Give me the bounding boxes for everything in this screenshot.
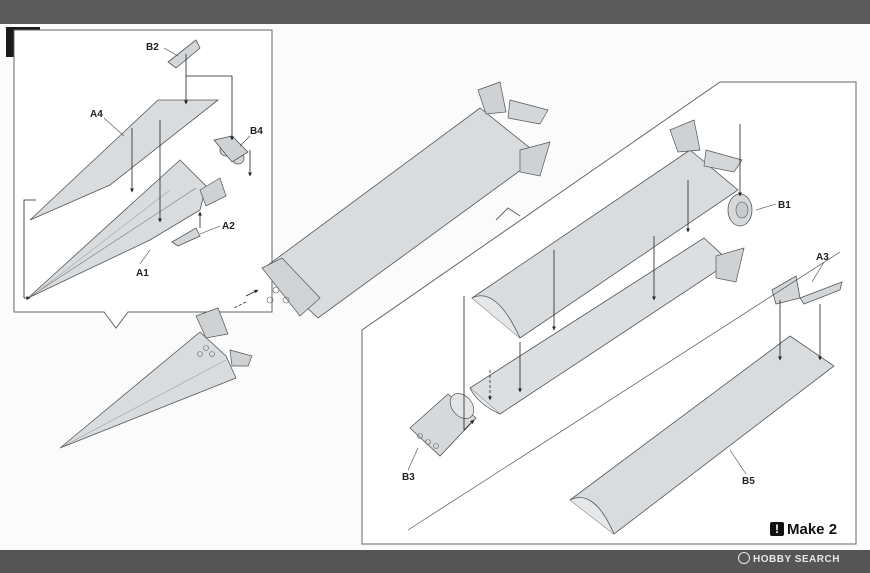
label-b5: B5: [742, 476, 755, 487]
part-b4: [213, 135, 249, 165]
label-leaders-left: [103, 47, 251, 265]
part-b2: [167, 39, 201, 69]
watermark: HOBBY SEARCH: [738, 552, 840, 565]
watermark-text: HOBBY SEARCH: [753, 554, 840, 565]
part-b1: [727, 193, 753, 227]
label-leaders-right: [407, 203, 825, 475]
make-count-text: Make 2: [787, 520, 838, 538]
guide-arrows-right: [463, 124, 822, 431]
part-b3: [409, 393, 477, 457]
label-a3: A3: [816, 252, 829, 263]
part-b5: [569, 335, 835, 535]
label-b3: B3: [402, 472, 415, 483]
make-count-note: ! Make 2: [770, 518, 837, 540]
part-a3: [771, 275, 843, 305]
exclamation-icon: !: [770, 522, 784, 536]
assembly-guide-line: [407, 251, 841, 531]
guide-arrows-left: [23, 54, 252, 300]
label-a1: A1: [136, 268, 149, 279]
frame-notch: [495, 207, 521, 221]
part-nose-cone: [59, 331, 237, 449]
label-a4: A4: [90, 109, 103, 120]
label-b4: B4: [250, 126, 263, 137]
label-b1: B1: [778, 200, 791, 211]
part-a4: [29, 99, 220, 221]
label-a2: A2: [222, 221, 235, 232]
watermark-logo-icon: [738, 552, 750, 564]
part-a2: [171, 227, 201, 247]
label-b2: B2: [146, 42, 159, 53]
top-bar: [0, 0, 870, 24]
bottom-bar: [0, 550, 870, 573]
